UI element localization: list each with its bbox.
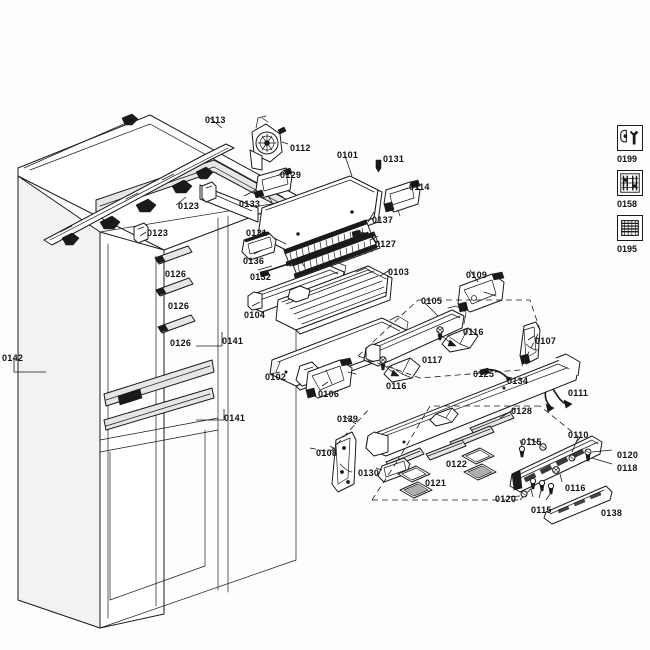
part-label-sensor-probe: 0127 [375, 239, 397, 249]
part-label-trim-strip-1: 0126 [165, 269, 187, 279]
legend-code-0195: 0195 [617, 244, 638, 254]
part-label-screw-right: 0116 [463, 327, 484, 337]
evaporator-coil-0137 [283, 219, 381, 279]
part-label-screw-panel: 0116 [565, 483, 586, 493]
part-label-screw-set-lower: 0115 [531, 505, 552, 515]
shelf-rail-lower [103, 387, 215, 431]
tool-wrench-icon [617, 125, 643, 151]
part-label-screw-left: 0116 [386, 381, 407, 391]
part-label-slide-strip: 0128 [511, 406, 533, 416]
part-label-trim-strip-2: 0126 [168, 301, 190, 311]
side-bracket-0106 [305, 357, 357, 399]
part-label-air-grille: 0103 [388, 267, 410, 277]
panel-fasteners [507, 437, 613, 501]
part-label-wiring-harness: 0111 [568, 388, 589, 398]
part-label-fan-bracket: 0133 [239, 199, 261, 209]
sensor-probe-0127 [351, 229, 377, 244]
part-label-air-duct-rail: 0105 [421, 296, 443, 306]
wiring-rail-0113 [23, 113, 235, 246]
part-label-evaporator-fan: 0112 [290, 143, 311, 153]
legend-code-0199: 0199 [617, 154, 638, 164]
rod-0134 [479, 367, 515, 385]
schematic-icon [617, 170, 643, 196]
part-label-fastener-right: 0120 [617, 450, 639, 460]
part-label-drip-channel: 0104 [244, 310, 266, 320]
part-label-pin-lower: 0131 [246, 228, 268, 238]
cabinet-leaders [13, 117, 225, 421]
drain-tube-0132 [259, 259, 305, 278]
part-label-cabinet-liner: 0142 [2, 353, 24, 363]
part-label-side-bracket: 0106 [318, 389, 340, 399]
part-label-drip-tray: 0102 [265, 372, 287, 382]
part-label-mount-bracket: 0108 [316, 448, 338, 458]
part-label-pin-upper: 0131 [383, 154, 405, 164]
part-label-rod-clip: 0125 [473, 369, 495, 379]
evaporator-fan-0112 [249, 115, 287, 171]
air-duct-rail-0105 [363, 305, 467, 367]
shelf-rail-upper [103, 359, 215, 407]
part-label-shelf-rail-lower: 0141 [224, 413, 246, 423]
gasket-pads [397, 447, 497, 499]
cabinet-body [17, 114, 297, 629]
part-label-hinge-pin-lower: 0123 [147, 228, 169, 238]
part-label-fastener-left: 0120 [495, 494, 517, 504]
part-label-top-wiring-rail: 0113 [205, 115, 226, 125]
part-label-fan-mount-clip: 0129 [280, 170, 302, 180]
trim-strips [154, 245, 196, 334]
part-label-drain-tube: 0132 [250, 272, 272, 282]
light-housing-0109 [457, 271, 505, 313]
mount-bracket-0108 [331, 431, 357, 493]
part-label-connector-clip: 0114 [409, 182, 430, 192]
hinge-pins [133, 181, 217, 244]
insulation-block-0136 [241, 231, 277, 261]
part-label-hinge-pin-upper: 0123 [178, 201, 200, 211]
part-label-shelf-rail-upper: 0141 [222, 336, 244, 346]
lower-duct-0139 [365, 353, 581, 457]
legend-code-0158: 0158 [617, 199, 638, 209]
part-label-gasket-pad-a: 0122 [446, 459, 468, 469]
right-leaders [243, 141, 535, 471]
coil-grid-icon [617, 215, 643, 241]
panel-trim-0138 [543, 485, 613, 525]
part-label-insulation-block: 0136 [243, 256, 265, 266]
part-label-trim-strip-3: 0126 [170, 338, 192, 348]
part-label-gasket-pad-b: 0121 [425, 478, 447, 488]
part-label-duct-clip: 0117 [422, 355, 443, 365]
air-grille-0103 [275, 265, 393, 335]
part-label-light-housing: 0109 [466, 270, 488, 280]
part-label-rod: 0134 [507, 376, 529, 386]
part-label-lower-duct: 0139 [337, 414, 359, 424]
part-label-screw-set-upper: 0115 [521, 437, 542, 447]
part-label-evaporator-cover: 0101 [337, 150, 359, 160]
corner-bracket-0107 [519, 321, 541, 365]
part-label-panel-trim: 0138 [601, 508, 623, 518]
part-label-retainer-clip: 0130 [358, 468, 380, 478]
part-label-evaporator-coil: 0137 [372, 215, 394, 225]
screws-0116 [379, 326, 457, 377]
part-label-button-cap: 0118 [617, 463, 638, 473]
part-label-control-panel: 0110 [568, 430, 589, 440]
part-label-corner-bracket: 0107 [535, 336, 557, 346]
connector-clip-0114 [383, 179, 421, 217]
